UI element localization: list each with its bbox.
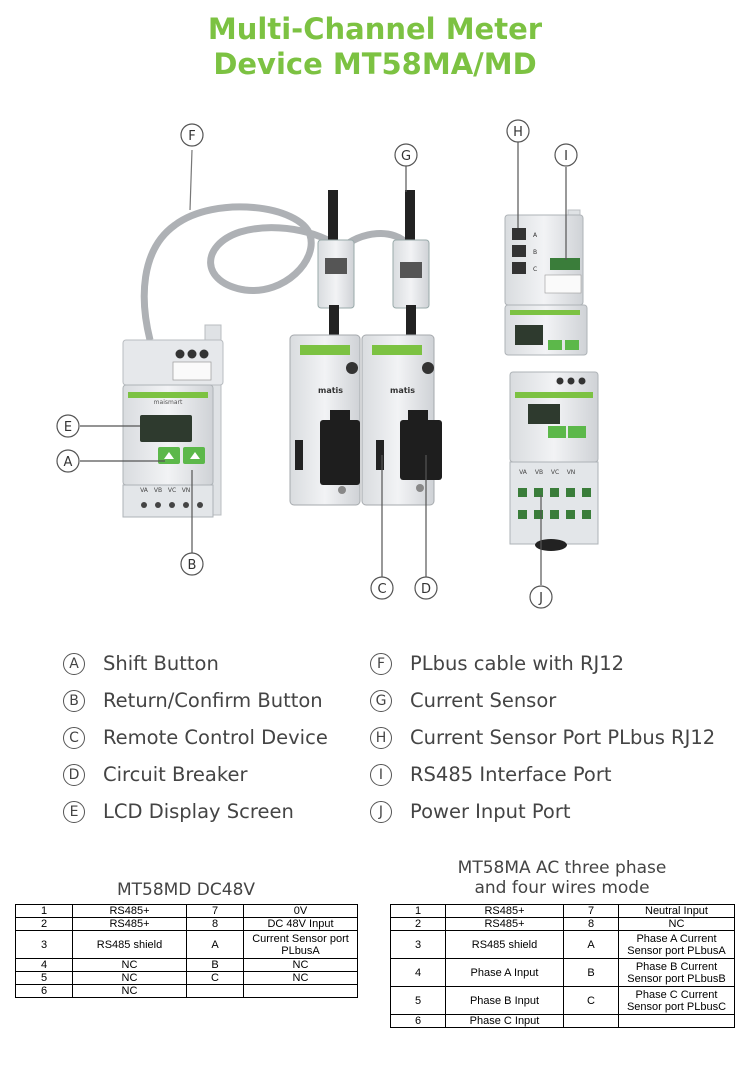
legend-key-j: J: [370, 800, 392, 823]
md-pin-label-va: VA: [140, 487, 149, 494]
legend-item-a: A Shift Button: [63, 645, 328, 682]
circuit-breaker-left: matis: [289, 334, 361, 506]
callout-i: I: [554, 143, 578, 167]
page-title: Multi-Channel Meter Device MT58MA/MD: [0, 12, 750, 82]
md-pin-label-vc: VC: [168, 487, 176, 494]
callout-b: B: [180, 552, 204, 576]
ma-pin-label-va: VA: [519, 469, 528, 476]
table-ma-title-line-2: and four wires mode: [474, 878, 650, 898]
table-md-title: MT58MD DC48V: [116, 880, 256, 900]
legend-label-a: Shift Button: [103, 652, 219, 675]
callout-f: F: [180, 123, 204, 147]
mt58ma-device-bottom: VA VB VC VN: [509, 371, 599, 551]
md-pin-label-vn: VN: [182, 487, 191, 494]
svg-text:B: B: [188, 558, 197, 573]
legend-key-c: C: [63, 726, 85, 749]
legend-key-h: H: [370, 726, 392, 749]
callout-h: H: [506, 119, 530, 143]
breaker-brand-right: matis: [390, 386, 415, 395]
ma-pin-label-vc: VC: [551, 469, 559, 476]
callout-g: G: [394, 143, 418, 167]
legend-key-d: D: [63, 763, 85, 786]
table-ma-title: MT58MA AC three phase and four wires mod…: [390, 858, 734, 898]
svg-text:J: J: [538, 591, 543, 606]
svg-text:A: A: [64, 455, 73, 470]
ma-pin-label-vn: VN: [567, 469, 576, 476]
legend-label-i: RS485 Interface Port: [410, 763, 612, 786]
product-illustration: maismart VA VB VC VN matis matis: [56, 119, 599, 609]
legend-item-d: D Circuit Breaker: [63, 756, 328, 793]
legend-label-d: Circuit Breaker: [103, 763, 248, 786]
mt58ma-device-top: A B C: [504, 209, 588, 356]
legend-label-g: Current Sensor: [410, 689, 557, 712]
title-line-1: Multi-Channel Meter: [207, 12, 543, 46]
callout-d: D: [414, 576, 438, 600]
callout-e: E: [56, 414, 80, 438]
legend-item-i: I RS485 Interface Port: [370, 756, 715, 793]
callout-c: C: [370, 576, 394, 600]
legend-left: A Shift Button B Return/Confirm Button C Re…: [63, 645, 328, 830]
port-label-a: A: [533, 232, 538, 239]
ma-pin-label-vb: VB: [535, 469, 543, 476]
title-line-2: Device MT58MA/MD: [213, 47, 537, 81]
legend-right: F PLbus cable with RJ12 G Current Sensor H…: [370, 645, 715, 830]
legend-item-f: F PLbus cable with RJ12: [370, 645, 715, 682]
legend-label-c: Remote Control Device: [103, 726, 328, 749]
svg-text:H: H: [513, 125, 523, 140]
md-pin-label-vb: VB: [154, 487, 162, 494]
leader-lines: [80, 142, 567, 585]
legend-label-e: LCD Display Screen: [103, 800, 294, 823]
callout-j: J: [529, 585, 553, 609]
legend-label-j: Power Input Port: [410, 800, 571, 823]
current-sensor-left: [317, 239, 355, 345]
legend-item-e: E LCD Display Screen: [63, 793, 328, 830]
legend-label-h: Current Sensor Port PLbus RJ12: [410, 726, 716, 749]
legend-key-i: I: [370, 763, 392, 786]
circuit-breaker-right: matis: [361, 334, 442, 506]
legend-item-g: G Current Sensor: [370, 682, 715, 719]
svg-text:F: F: [188, 129, 195, 144]
table-ma-title-line-1: MT58MA AC three phase: [457, 858, 667, 878]
svg-text:I: I: [564, 149, 568, 164]
legend-label-f: PLbus cable with RJ12: [410, 652, 625, 675]
legend-key-f: F: [370, 652, 392, 675]
legend-key-a: A: [63, 652, 85, 675]
svg-text:E: E: [64, 420, 72, 435]
svg-text:D: D: [421, 582, 431, 597]
callout-a: A: [56, 449, 80, 473]
legend-item-h: H Current Sensor Port PLbus RJ12: [370, 719, 715, 756]
sensor-cables: [328, 190, 415, 250]
port-label-c: C: [533, 266, 537, 273]
legend-item-c: C Remote Control Device: [63, 719, 328, 756]
legend-item-j: J Power Input Port: [370, 793, 715, 830]
breaker-brand-left: matis: [318, 386, 343, 395]
legend-label-b: Return/Confirm Button: [103, 689, 323, 712]
legend-key-g: G: [370, 689, 392, 712]
mt58md-device: maismart VA VB VC VN: [122, 324, 224, 518]
current-sensor-right: [392, 239, 430, 345]
svg-text:G: G: [401, 149, 411, 164]
device-brand-label: maismart: [154, 399, 183, 406]
svg-text:C: C: [377, 582, 386, 597]
plbus-cable: [140, 149, 411, 341]
port-label-b: B: [533, 249, 537, 256]
legend-item-b: B Return/Confirm Button: [63, 682, 328, 719]
legend-key-e: E: [63, 800, 85, 823]
legend-key-b: B: [63, 689, 85, 712]
